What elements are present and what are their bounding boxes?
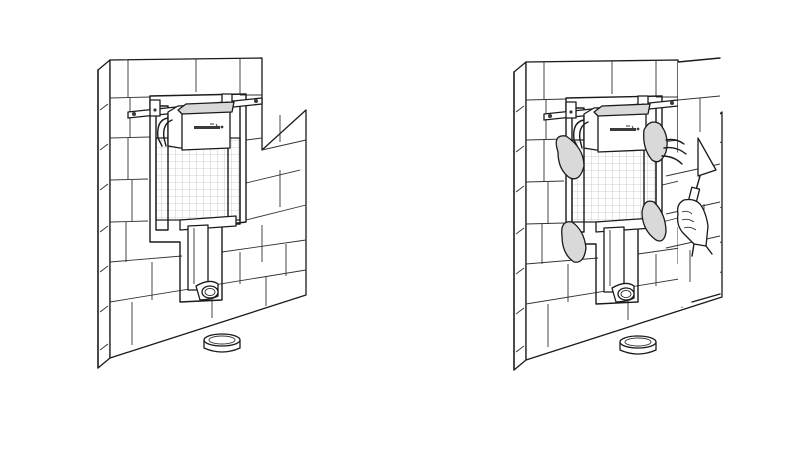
panel-left <box>98 58 306 368</box>
